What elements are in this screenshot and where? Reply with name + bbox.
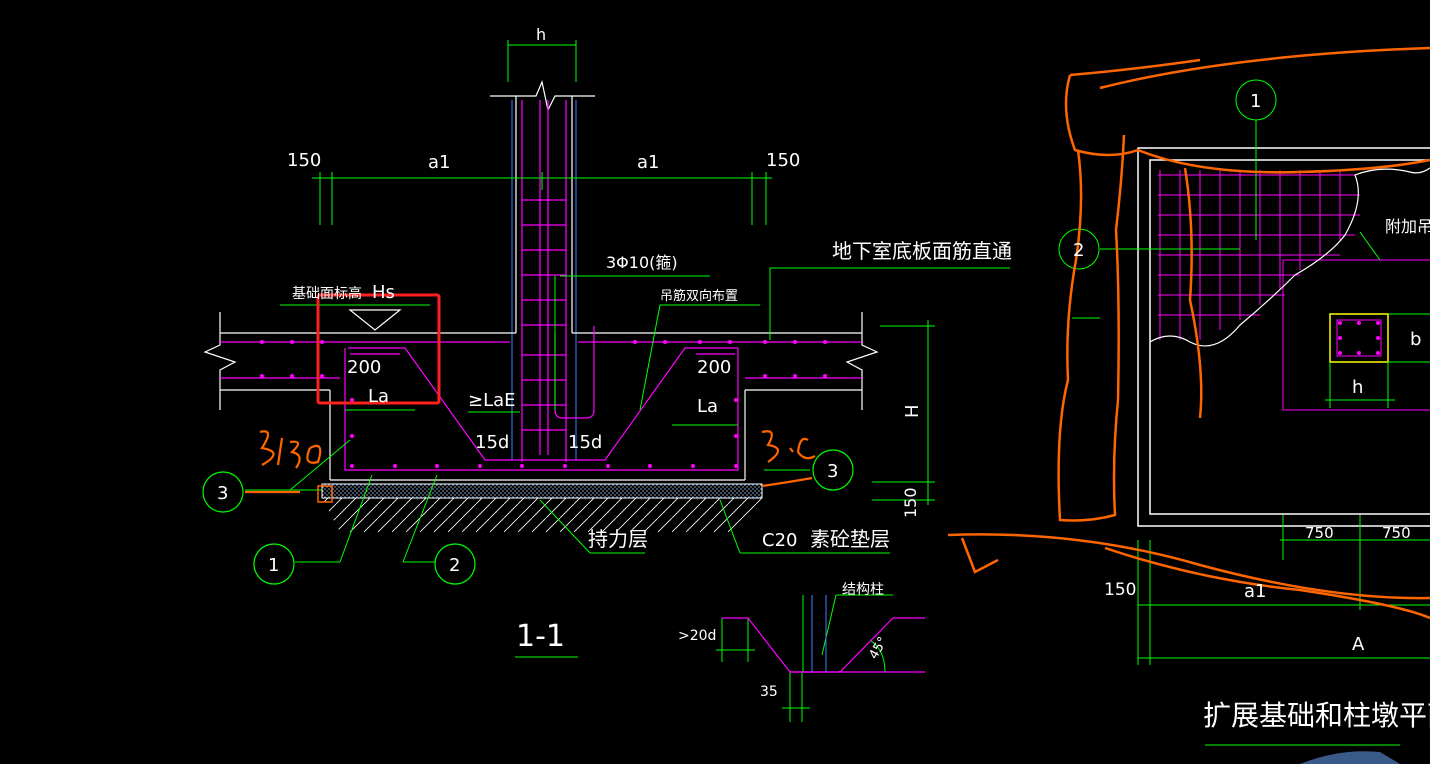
hand-markup — [245, 430, 816, 494]
highlight-box[interactable] — [316, 293, 441, 405]
label-hanger-bars: 吊筋双向布置 — [660, 288, 738, 304]
dim-La-left: La — [368, 386, 389, 407]
highlight-small — [317, 485, 333, 503]
label-20d: >20d — [678, 628, 716, 644]
dim-200-right: 200 — [697, 357, 731, 378]
dim-laE: ≥LaE — [468, 390, 516, 411]
dim-H: H — [902, 404, 923, 418]
callout-circles — [202, 449, 854, 585]
soil-hatch — [322, 498, 762, 532]
dim-La-right: La — [697, 396, 718, 417]
dim-150-right: 150 — [766, 150, 800, 171]
plan-column-dots — [1338, 321, 1380, 355]
label-basement-slab: 地下室底板面筋直通 — [832, 239, 1012, 263]
section-1-1: h 150 150 a1 a1 基础面标高 Hs 3Φ10(箍) 吊筋双向布置 … — [202, 25, 1012, 658]
dim-15d-right: 15d — [568, 432, 602, 453]
label-35: 35 — [760, 684, 778, 700]
dim-a1-right: a1 — [637, 152, 659, 173]
callout-2: 2 — [449, 555, 460, 576]
plan-dim-750b: 750 — [1382, 524, 1411, 542]
plan-column — [1329, 313, 1389, 363]
plan-view: 1 2 附加吊筋 b h 750 750 150 a1 A 扩展基础和柱墩平面 — [947, 46, 1430, 764]
label-foundation-top-elev: 基础面标高 — [292, 285, 362, 302]
callout-3-left: 3 — [217, 483, 228, 504]
slab-rebar — [220, 326, 862, 471]
dim-150-bottom: 150 — [901, 487, 920, 518]
rebar-dots — [260, 340, 827, 468]
label-Hs: Hs — [372, 282, 395, 303]
label-structural-column: 结构柱 — [842, 582, 884, 598]
column-rebar — [521, 100, 567, 462]
elevation-marker-icon — [348, 309, 402, 331]
column-cover-lines — [511, 100, 577, 460]
label-bearing-layer: 持力层 — [588, 527, 648, 551]
plan-hand-markup — [947, 46, 1430, 620]
plan-dim-a1: a1 — [1244, 581, 1266, 602]
dim-150-left: 150 — [287, 150, 321, 171]
label-stirrups: 3Φ10(箍) — [606, 253, 678, 272]
callout-1: 1 — [268, 555, 279, 576]
plan-dim-b: b — [1410, 329, 1421, 350]
label-additional-bars: 附加吊筋 — [1385, 217, 1430, 236]
dim-a1-left: a1 — [428, 152, 450, 173]
plan-dim-A: A — [1352, 634, 1365, 655]
plan-callout-2: 2 — [1073, 240, 1084, 261]
slab-outline — [203, 312, 879, 481]
section-title: 1-1 — [516, 619, 565, 654]
callout-3-right: 3 — [827, 461, 838, 482]
plan-title: 扩展基础和柱墩平面 — [1203, 699, 1430, 732]
corner-decoration — [1300, 751, 1400, 764]
plan-rebar-grid — [1158, 170, 1430, 411]
label-plain-concrete-bed: 素砼垫层 — [810, 527, 890, 551]
detail-sketch: >20d 35 结构柱 45° — [678, 582, 925, 722]
plan-dims — [1058, 79, 1430, 746]
blinding-layer — [321, 483, 763, 499]
plan-dim-h: h — [1352, 377, 1363, 398]
plan-texts: 1 2 附加吊筋 b h 750 750 150 a1 A 扩展基础和柱墩平面 — [1073, 91, 1430, 732]
plan-dim-150: 150 — [1104, 580, 1136, 600]
dim-200-left: 200 — [347, 357, 381, 378]
column-section — [490, 80, 595, 333]
label-c20: C20 — [762, 530, 797, 551]
dimension-lines — [245, 40, 1010, 658]
dim-h-top: h — [536, 25, 546, 44]
plan-callout-1: 1 — [1250, 91, 1261, 112]
dim-15d-left: 15d — [475, 432, 509, 453]
plan-dim-750a: 750 — [1305, 524, 1334, 542]
section-texts: h 150 150 a1 a1 基础面标高 Hs 3Φ10(箍) 吊筋双向布置 … — [217, 25, 1012, 654]
label-angle: 45° — [866, 635, 891, 662]
